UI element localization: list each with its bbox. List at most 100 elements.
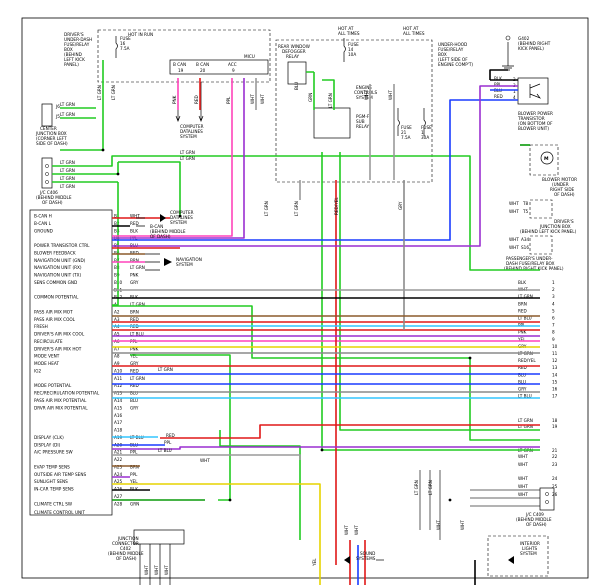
svg-text:DEFOGGER: DEFOGGER [282,49,306,54]
pin-number: A21 [114,450,123,455]
svg-text:J6: J6 [55,104,60,109]
pin-number: A26 [114,487,123,492]
svg-text:J/C C409: J/C C409 [525,512,544,517]
right-pin-number: 9 [552,337,555,342]
drivers-junction-box: WHT WHT T8 T5 DRIVER'S JUNCTION BOX (BEH… [509,199,577,234]
pin-number: B6 [114,250,120,255]
pin-number: A5 [114,332,120,337]
pin-function-label: GROUND [34,228,53,233]
fuse-14: FUSE 14 10A [343,38,359,62]
svg-text:PPL: PPL [164,440,172,445]
sound-systems: SOUND SYSTEMS [344,551,384,564]
svg-text:B-CAN: B-CAN [150,224,163,229]
svg-text:OF DASH): OF DASH) [526,522,547,527]
pin-wire-color: PNK [130,346,139,351]
climate-control-unit-label: CLIMATE CONTROL UNIT [34,510,85,515]
junction-connector-c402: JUNCTION CONNECTOR C402 (BEHIND MIDDLE O… [108,529,185,561]
svg-text:J/C C406: J/C C406 [39,190,58,195]
svg-text:9: 9 [232,68,235,73]
pin-wire-color: RED [130,221,139,226]
svg-text:FUSE: FUSE [120,36,131,41]
pin-function-label: PASS AIR MIX COOL [34,317,76,322]
underhood-box-outline [275,39,433,183]
wire-wht-3 [112,454,301,460]
pin-number: A8 [114,354,120,359]
svg-text:PGM-FI: PGM-FI [356,114,371,119]
svg-text:RIGHT SIDE: RIGHT SIDE [550,187,575,192]
pin-number: A9 [114,361,120,366]
svg-text:20: 20 [200,68,206,73]
pin-wire-color: RED [130,250,139,255]
svg-text:GRN: GRN [308,93,313,102]
pin-number: A23 [114,464,123,469]
micu-block: MICU B CAN B CAN ACC 19 20 9 [169,54,269,75]
svg-text:LT GRN: LT GRN [60,176,75,181]
right-pin-number: 14 [552,372,558,377]
svg-text:LT GRN: LT GRN [111,85,116,100]
pin-function-label: B-CAN H [34,214,52,219]
svg-text:B CAN: B CAN [173,62,186,67]
pin-number: A2 [114,309,120,314]
g402-ground: G402 (BEHIND RIGHT KICK PANEL) [502,35,551,71]
svg-text:LEFT KICK: LEFT KICK [64,57,85,62]
pin-number: A13 [114,391,123,396]
svg-text:REAR WINDOW: REAR WINDOW [278,44,310,49]
pin-function-label: REC/RECIRULATION POTENTIAL [34,391,100,396]
pin-function-label: PASS AIR MIX MOT [34,309,73,314]
pin-wire-color: BLK [130,295,138,300]
svg-text:WHT: WHT [460,520,465,530]
pin-function-label: IG2 [34,368,41,373]
pin-function-label: SENS COMMON GND [34,280,77,285]
svg-text:LT GRN: LT GRN [328,93,333,108]
svg-text:SYSTEM: SYSTEM [520,551,537,556]
svg-text:PPL: PPL [494,82,502,87]
right-lower-pin-number: 21 [552,448,558,453]
right-lower-wire-color: LT GRN [518,418,533,423]
passengers-fuse-box: WHT WHT A34 S16 PASSENGER'S UNDER- DASH … [504,235,564,271]
svg-text:DRIVER'S: DRIVER'S [64,32,84,37]
pin-number: A15 [114,405,123,410]
svg-text:SUB: SUB [356,119,365,124]
pin-wire-color: LT GRN [130,302,145,307]
svg-text:PPL: PPL [226,96,231,104]
right-pin-number: 12 [552,358,558,363]
fuse-21: FUSE 21 7.5A [397,108,412,140]
svg-text:7.5A: 7.5A [401,135,411,140]
pin-wire-color: GRN [130,501,139,506]
svg-text:SYSTEMS: SYSTEMS [356,556,376,561]
svg-text:ALL TIMES: ALL TIMES [338,31,360,36]
wire-lt-blu-1 [112,325,540,399]
right-wire-color: RED/YEL [518,358,536,363]
drivers-fuse-box-label: DRIVER'S UNDER-DASH FUSE/RELAY BOX (BEHI… [64,32,92,67]
svg-text:B CAN: B CAN [196,62,209,67]
right-wire-color: LT BLU [518,394,532,399]
pin-function-label: RECIRCULATE [34,339,63,344]
hot-at-all-times-1: HOT AT ALL TIMES [338,26,360,36]
svg-text:DATALINES: DATALINES [180,129,203,134]
svg-text:7.5A: 7.5A [120,46,130,51]
svg-text:19: 19 [178,68,184,73]
pin-function-label: CLIMATE CTRL SW [34,501,72,506]
svg-text:WHT: WHT [154,565,159,575]
svg-text:BLOWER MOTOR: BLOWER MOTOR [542,177,577,182]
svg-text:RED/YEL: RED/YEL [334,197,339,215]
right-pin-number: 6 [552,316,555,321]
pin-wire-color: BRN [130,309,139,314]
fuse-1: FUSE 1 30A [421,108,432,140]
pin-function-label: DRIVER'S AIR MIX COOL [34,332,85,337]
svg-text:DATALINES: DATALINES [170,215,193,220]
right-wire-color: PNK [518,330,527,335]
pin-wire-color: RED [130,368,139,373]
wire-yel-2 [112,483,321,585]
pin-function-label: MODE VENT [34,354,60,359]
svg-text:NAVIGATION: NAVIGATION [176,257,202,262]
svg-text:1: 1 [513,89,516,94]
right-lower-pin-number: 19 [552,424,558,429]
svg-text:FUSE/RELAY: FUSE/RELAY [438,47,464,52]
pin-number: A24 [114,472,123,477]
svg-text:DRIVER'S: DRIVER'S [554,219,574,224]
pin-function-label: MODE HEAT [34,361,59,366]
right-lower-wire-color: WHT [518,454,528,459]
pin-function-label: COMMON POTENTIAL [34,295,79,300]
